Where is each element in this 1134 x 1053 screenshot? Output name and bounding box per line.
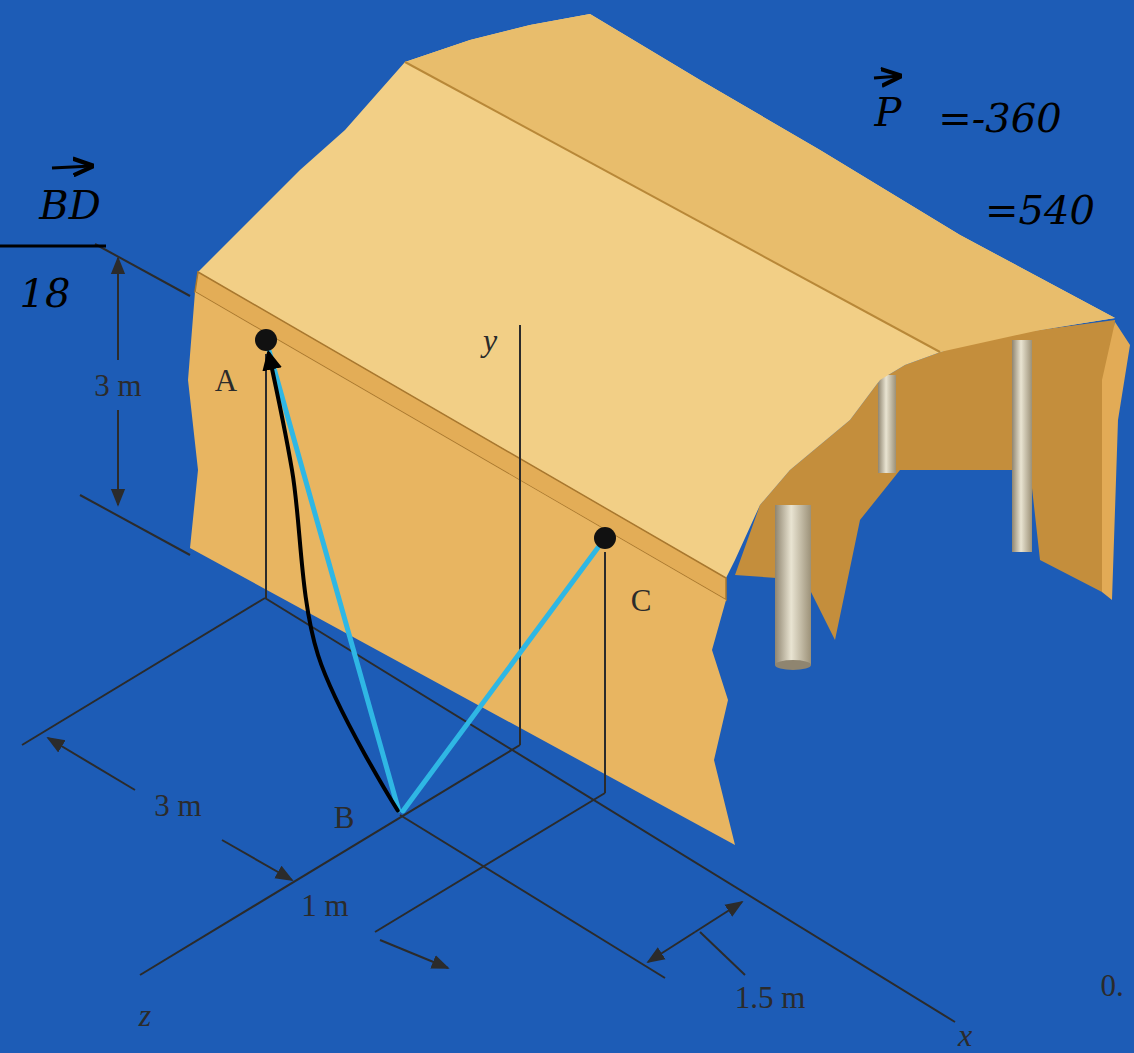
extension-line <box>80 495 190 555</box>
axis-label: z <box>139 999 151 1031</box>
point-label: A <box>215 365 237 396</box>
cable <box>403 548 598 811</box>
column <box>878 375 896 473</box>
dimension-label: 1.5 m <box>735 982 806 1013</box>
dimension-label: 3 m <box>154 790 201 821</box>
axis-label: x <box>958 1019 972 1051</box>
wall-front <box>188 292 735 845</box>
column <box>775 505 811 665</box>
vector-arrow <box>874 76 900 78</box>
dimension-line <box>380 940 448 968</box>
wall-side <box>1102 322 1130 600</box>
c-vertical <box>604 552 606 793</box>
handwritten-note: =540 <box>985 190 1095 230</box>
leader-line <box>700 932 745 975</box>
cable <box>269 352 398 811</box>
z-line <box>375 793 605 932</box>
extension-line <box>95 244 190 296</box>
roof-ridge <box>405 62 940 352</box>
handwritten-note: =-360 <box>938 98 1061 138</box>
y-axis <box>519 325 521 745</box>
z-axis <box>22 598 265 745</box>
point-label: B <box>334 802 355 833</box>
dimension-line <box>117 258 119 360</box>
point-marker: A <box>255 329 277 351</box>
fraction-bar <box>0 245 106 248</box>
axis-line <box>265 354 267 598</box>
roof-back <box>405 14 1115 352</box>
dimension-line <box>117 410 119 505</box>
dimension-label: 1 m <box>301 890 348 921</box>
dimension-line <box>695 902 742 932</box>
point-label: C <box>631 585 652 616</box>
force-sketch <box>269 354 398 811</box>
axis-label: y <box>483 324 497 356</box>
x-axis <box>265 598 955 1022</box>
z-line <box>140 745 520 975</box>
column <box>775 660 811 670</box>
handwritten-note: 18 <box>20 273 71 313</box>
column <box>1012 340 1032 552</box>
point-marker: C <box>594 527 616 549</box>
vector-arrow <box>52 166 92 168</box>
point-marker: B <box>396 811 404 819</box>
dimension-line <box>648 932 695 962</box>
dimension-label: 0. <box>1100 970 1123 1001</box>
handwritten-note: P <box>875 92 902 132</box>
dimension-line <box>222 840 292 880</box>
x-line <box>400 815 665 978</box>
dimension-label: 3 m <box>94 370 141 401</box>
handwritten-note: BD <box>39 185 100 225</box>
dimension-line <box>48 738 135 790</box>
